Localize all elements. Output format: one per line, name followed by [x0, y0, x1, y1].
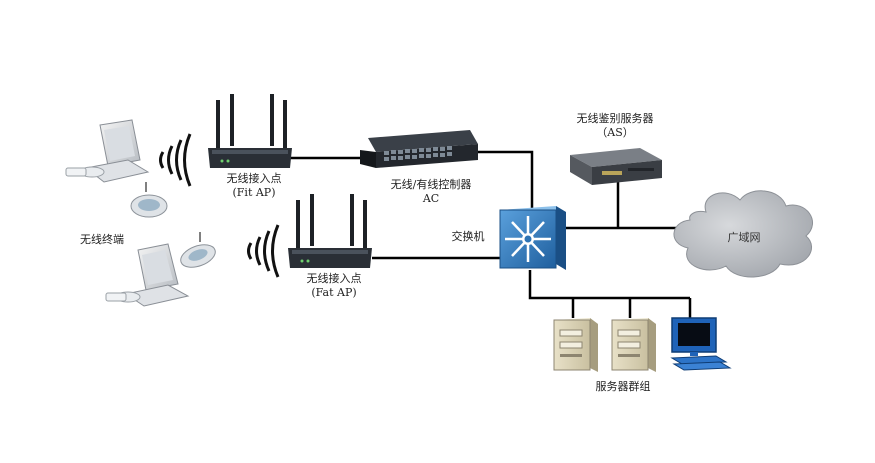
- label-fat-ap-type: (Fat AP): [311, 286, 357, 299]
- switch-icon: [499, 206, 566, 270]
- label-wan: 广域网: [727, 231, 761, 244]
- wifi-waves-icon: [159, 133, 192, 187]
- pda-icon: [130, 182, 168, 218]
- server-tower-icon: [611, 318, 656, 372]
- auth-server-icon: [570, 148, 662, 185]
- link-controller-to-switch: [475, 150, 534, 210]
- label-fit-ap-type: (Fit AP): [232, 186, 276, 199]
- label-auth-server-name: 无线鉴别服务器: [576, 112, 654, 125]
- label-server-group: 服务器群组: [595, 380, 651, 393]
- label-switch: 交换机: [451, 230, 485, 243]
- card-reader-icon: [105, 291, 141, 303]
- label-fat-ap-name: 无线接入点: [306, 272, 362, 285]
- link-switch-to-servers: [528, 270, 690, 300]
- label-auth-server-abbr: （AS）: [596, 126, 634, 139]
- fit-ap-router-icon: [208, 94, 292, 168]
- label-fit-ap-name: 无线接入点: [226, 172, 282, 185]
- desktop-pc-icon: [670, 317, 732, 371]
- pda-icon: [180, 232, 216, 268]
- server-tower-icon: [553, 318, 598, 372]
- wifi-waves-icon: [247, 224, 280, 278]
- laptop-icon: [124, 243, 190, 307]
- controller-icon: [360, 130, 478, 168]
- link-lines: [290, 150, 692, 318]
- fat-ap-router-icon: [288, 194, 372, 268]
- laptop-icon: [84, 119, 150, 183]
- wan-cloud-icon: [673, 190, 813, 278]
- label-controller-name: 无线/有线控制器: [390, 178, 472, 191]
- label-controller-abbr: AC: [422, 192, 440, 205]
- label-wireless-terminal: 无线终端: [80, 233, 124, 246]
- card-reader-icon: [65, 166, 105, 178]
